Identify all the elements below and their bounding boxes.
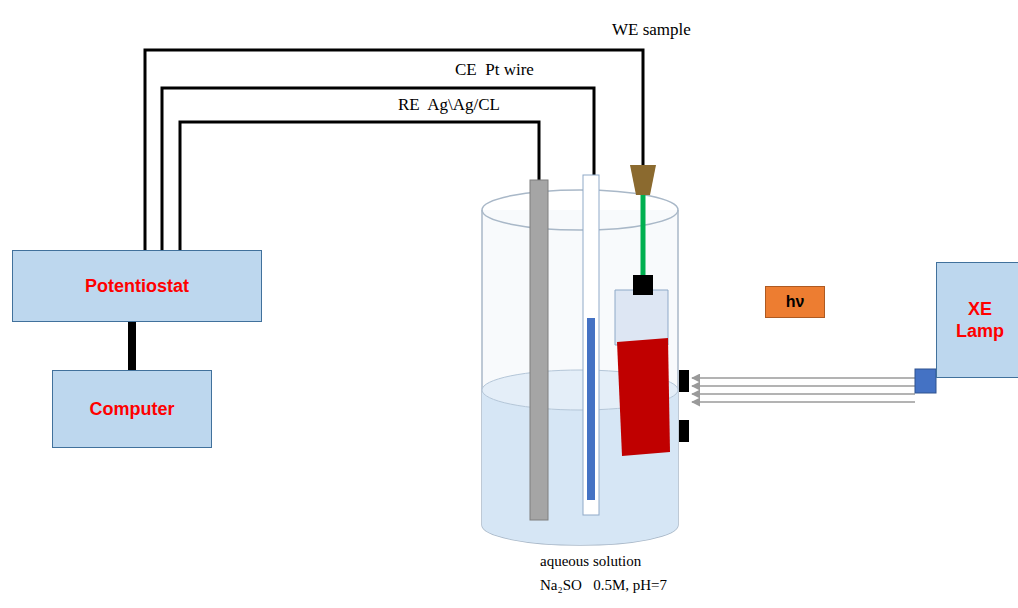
solution-label: Na₂SO 0.5M, pH=7	[540, 576, 667, 594]
reference-electrode	[530, 180, 548, 520]
clip	[633, 275, 653, 295]
solution-label: aqueous solution	[540, 552, 641, 570]
potentiostat-box: Potentiostat	[12, 250, 262, 322]
node-text: Computer	[90, 398, 175, 421]
node-text: hν	[786, 292, 805, 312]
pt-wire	[587, 318, 595, 500]
light-beam	[692, 377, 915, 379]
computer-box: Computer	[52, 370, 212, 448]
node-text: XE Lamp	[951, 298, 1009, 343]
electrode-label: RE Ag\Ag/CL	[398, 95, 500, 115]
cell-body	[482, 210, 678, 545]
cable	[128, 322, 136, 370]
substrate-glass	[615, 290, 668, 345]
we-sample	[617, 338, 670, 456]
cell-rim	[482, 190, 678, 230]
photon-box: hν	[765, 286, 825, 318]
light-beam	[692, 385, 915, 387]
lamp-box: XE Lamp	[936, 262, 1018, 378]
electrode-holder	[630, 165, 656, 195]
window-clip	[679, 420, 689, 442]
counter-electrode-tube	[583, 175, 599, 515]
holder-rod	[641, 195, 646, 277]
light-beam	[692, 393, 915, 395]
node-text: Potentiostat	[85, 275, 189, 298]
electrode-label: CE Pt wire	[455, 60, 534, 80]
window-clip	[679, 370, 689, 392]
light-beam	[692, 401, 915, 403]
lamp-aperture	[915, 369, 936, 393]
electrode-label: WE sample	[612, 20, 691, 40]
